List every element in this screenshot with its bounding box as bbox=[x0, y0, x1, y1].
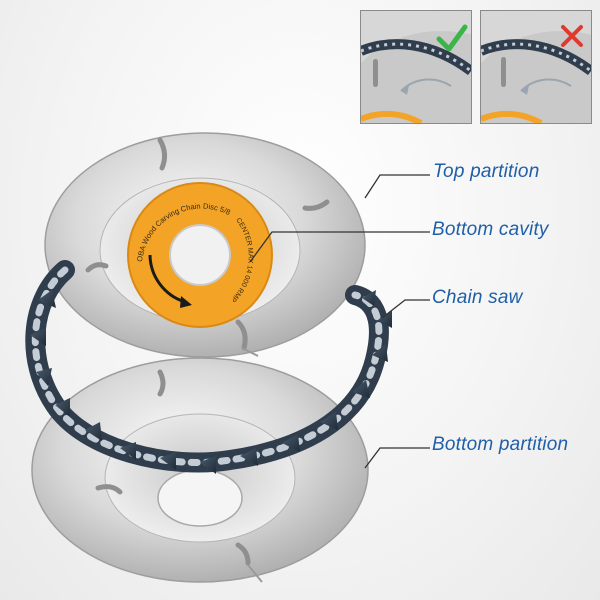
bottom-partition-leader bbox=[364, 447, 430, 469]
top-partition-leader bbox=[364, 174, 430, 199]
chain-saw-leader bbox=[381, 299, 430, 319]
check-icon bbox=[436, 24, 468, 52]
label-bottom-cavity: Bottom cavity bbox=[432, 219, 549, 240]
wrong-mounting-image bbox=[481, 11, 591, 123]
disc-print-line2: CENTER MAX 14 000 RMP bbox=[229, 217, 254, 303]
cross-icon bbox=[561, 25, 583, 47]
label-top-partition: Top partition bbox=[433, 161, 540, 182]
wrong-mounting-inset bbox=[480, 10, 592, 124]
bottom-cavity-leader bbox=[249, 231, 430, 263]
correct-mounting-inset bbox=[360, 10, 472, 124]
chain-saw bbox=[25, 260, 392, 474]
label-bottom-partition: Bottom partition bbox=[432, 434, 569, 455]
callout-lines bbox=[249, 174, 430, 469]
hub-label-disc bbox=[127, 182, 273, 328]
correct-mounting-image bbox=[361, 11, 471, 123]
label-chain-saw: Chain saw bbox=[432, 287, 523, 308]
disc-print-line1: OBA Wood Carving Chain Disc 5/8 bbox=[135, 202, 232, 263]
